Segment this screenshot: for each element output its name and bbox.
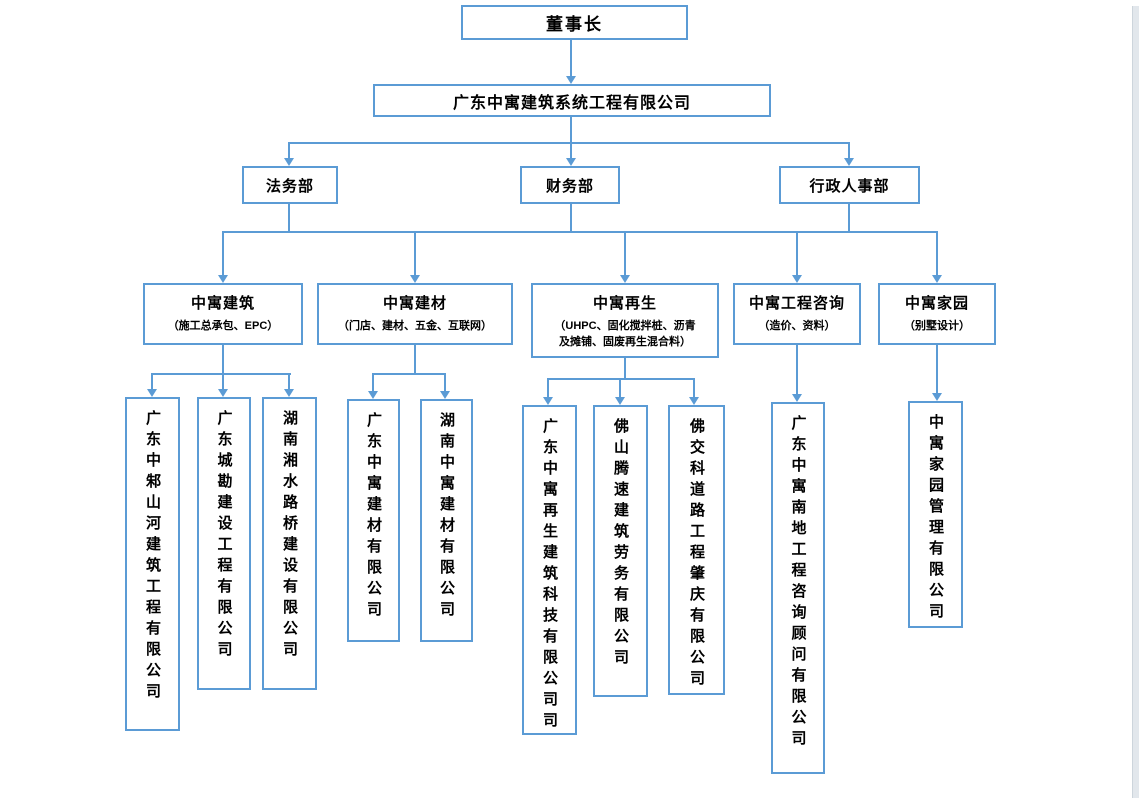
connector [372, 373, 446, 375]
division-box-zhongyu-consulting: 中寓工程咨询 （造价、资料） [733, 283, 861, 345]
division-subtitle: （造价、资料） [758, 320, 836, 332]
company-box-hn-zhongyu-jiancai: 湖南中寓建材有限公司 [420, 399, 473, 642]
division-box-zhongyu-homes: 中寓家园 （别墅设计） [878, 283, 996, 345]
arrow-down-icon [218, 389, 228, 397]
division-subtitle: （UHPC、固化搅拌桩、沥青 [554, 320, 696, 332]
dept-label: 财务部 [545, 177, 594, 195]
division-title: 中寓建材 [382, 295, 447, 312]
connector [288, 142, 850, 144]
connector [288, 373, 290, 389]
company-box-nandi-zixun: 广东中寓南地工程咨询顾问有限公司 [771, 402, 825, 774]
company-box-xiangshui-luqiao: 湖南湘水路桥建设有限公司 [262, 397, 317, 690]
company-name: 广东城勘建设工程有限公司 [215, 410, 233, 662]
arrow-down-icon [218, 275, 228, 283]
connector [570, 142, 572, 158]
arrow-down-icon [792, 394, 802, 402]
connector [570, 204, 572, 231]
connector [936, 345, 938, 393]
dept-label: 行政人事部 [809, 177, 890, 195]
arrow-down-icon [147, 389, 157, 397]
connector [624, 358, 626, 378]
parent-company-label: 广东中寓建筑系统工程有限公司 [452, 94, 691, 112]
connector [414, 231, 416, 275]
division-subtitle: （施工总承包、EPC） [167, 320, 279, 332]
division-subtitle: （别墅设计） [904, 320, 970, 332]
dept-box-legal: 法务部 [242, 166, 338, 204]
dept-label: 法务部 [265, 177, 314, 195]
connector [547, 378, 549, 397]
connector [151, 373, 291, 375]
company-box-zhongzhu-shanhe: 广东中邾山河建筑工程有限公司 [125, 397, 180, 731]
connector [624, 231, 626, 275]
arrow-down-icon [932, 393, 942, 401]
company-name: 广东中邾山河建筑工程有限公司 [144, 410, 161, 704]
division-box-zhongyu-construction: 中寓建筑 （施工总承包、EPC） [143, 283, 303, 345]
company-name: 佛交科道路工程肇庆有限公司 [688, 418, 705, 691]
arrow-down-icon [844, 158, 854, 166]
connector [547, 378, 695, 380]
connector [796, 231, 798, 275]
arrow-down-icon [620, 275, 630, 283]
company-box-fojiaoke-daolu: 佛交科道路工程肇庆有限公司 [668, 405, 725, 695]
arrow-down-icon [792, 275, 802, 283]
connector [222, 345, 224, 373]
connector [151, 373, 153, 389]
parent-company-box: 广东中寓建筑系统工程有限公司 [373, 84, 771, 117]
connector [570, 117, 572, 142]
arrow-down-icon [615, 397, 625, 405]
arrow-down-icon [566, 158, 576, 166]
company-box-gd-zhongyu-jiancai: 广东中寓建材有限公司 [347, 399, 400, 642]
arrow-down-icon [566, 76, 576, 84]
division-subtitle: （门店、建材、五金、互联网） [338, 320, 492, 332]
connector [796, 345, 798, 394]
division-subtitle-line2: 及摊铺、固废再生混合料） [559, 335, 691, 348]
division-title: 中寓建筑 [190, 295, 255, 312]
company-name: 广东中寓南地工程咨询顾问有限公司 [789, 415, 807, 751]
arrow-down-icon [284, 158, 294, 166]
arrow-down-icon [440, 391, 450, 399]
connector [414, 345, 416, 373]
company-name: 广东中寓建材有限公司 [365, 412, 382, 622]
dept-box-admin-hr: 行政人事部 [779, 166, 920, 204]
connector [222, 231, 938, 233]
division-box-zhongyu-recycling: 中寓再生 （UHPC、固化搅拌桩、沥青 及摊铺、固废再生混合料） [531, 283, 719, 358]
connector [693, 378, 695, 397]
connector [570, 40, 572, 76]
company-box-chengkan: 广东城勘建设工程有限公司 [197, 397, 251, 690]
arrow-down-icon [284, 389, 294, 397]
division-title: 中寓家园 [904, 295, 969, 312]
connector [848, 204, 850, 231]
connector [936, 231, 938, 275]
connector [222, 231, 224, 275]
connector [444, 373, 446, 391]
arrow-down-icon [932, 275, 942, 283]
company-box-zaisheng-keji: 广东中寓再生建筑科技有限公司司 [522, 405, 577, 735]
arrow-down-icon [689, 397, 699, 405]
division-title: 中寓工程咨询 [748, 295, 845, 312]
connector [288, 142, 290, 158]
chairman-label: 董事长 [546, 15, 603, 34]
company-box-jiayuan-guanli: 中寓家园管理有限公司 [908, 401, 963, 628]
company-name: 中寓家园管理有限公司 [927, 414, 944, 624]
connector [372, 373, 374, 391]
company-name: 湖南湘水路桥建设有限公司 [281, 410, 298, 662]
arrow-down-icon [410, 275, 420, 283]
division-box-zhongyu-materials: 中寓建材 （门店、建材、五金、互联网） [317, 283, 513, 345]
connector [288, 204, 290, 231]
connector [848, 142, 850, 158]
chairman-box: 董事长 [461, 5, 688, 40]
connector [222, 373, 224, 389]
connector [619, 378, 621, 397]
company-name: 广东中寓再生建筑科技有限公司司 [541, 418, 558, 733]
arrow-down-icon [543, 397, 553, 405]
arrow-down-icon [368, 391, 378, 399]
dept-box-finance: 财务部 [520, 166, 620, 204]
division-title: 中寓再生 [592, 295, 657, 312]
company-box-tengsu-laowu: 佛山腾速建筑劳务有限公司 [593, 405, 648, 697]
company-name: 湖南中寓建材有限公司 [438, 412, 455, 622]
scrollbar-track[interactable] [1132, 6, 1139, 798]
company-name: 佛山腾速建筑劳务有限公司 [612, 418, 629, 670]
